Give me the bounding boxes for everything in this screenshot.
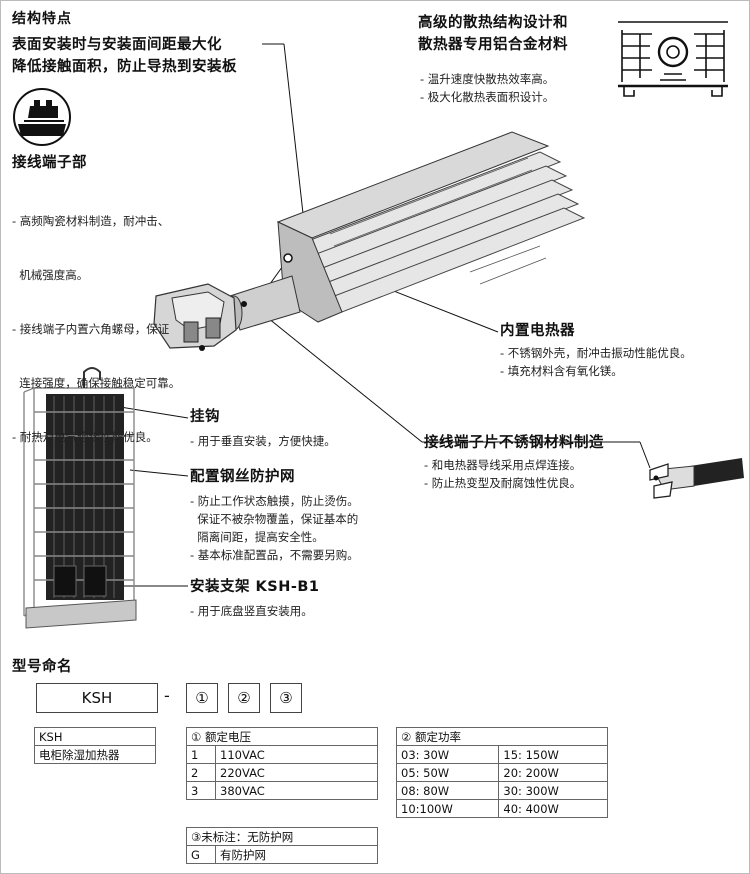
list-item: 机械强度高。 (12, 268, 89, 282)
table-cell: 有防护网 (215, 845, 378, 864)
wire-lug (649, 458, 744, 499)
terminal-list: - 高频陶瓷材料制造，耐冲击、 机械强度高。 - 接线端子内置六角螺母，保证 连… (12, 176, 180, 464)
list-item: - 高频陶瓷材料制造，耐冲击、 (12, 214, 170, 228)
table-cell: 03: 30W (395, 745, 500, 764)
lug-list: - 和电热器导线采用点焊连接。 - 防止热变型及耐腐蚀性优良。 (424, 456, 581, 492)
table-cell: 3 (186, 781, 216, 800)
guard-list: - 防止工作状态触摸，防止烫伤。 保证不被杂物覆盖，保证基本的 隔离间距，提高安… (190, 492, 359, 564)
table-cell: 1 (186, 745, 216, 764)
heater-assembly (153, 131, 586, 351)
model-title: 型号命名 (12, 659, 72, 675)
table-cell: 220VAC (215, 763, 378, 782)
mount-title-line: 降低接触面积，防止导热到安装板 (12, 59, 237, 75)
lug-title: 接线端子片不锈钢材料制造 (424, 435, 604, 451)
table-header: ① 额定电压 (186, 727, 378, 746)
table-cell: 08: 80W (395, 781, 500, 800)
list-item: 保证不被杂物覆盖，保证基本的 (190, 512, 359, 526)
bracket-list: - 用于底盘竖直安装用。 (190, 602, 313, 620)
table-cell: 10:100W (395, 799, 500, 818)
list-item: - 温升速度快散热效率高。 (420, 72, 555, 86)
list-item: - 用于垂直安装，方便快捷。 (190, 434, 336, 448)
terminal-title: 接线端子部 (12, 155, 87, 171)
mount-title: 表面安装时与安装面间距最大化 降低接触面积，防止导热到安装板 (12, 34, 237, 78)
table-cell: 40: 400W (498, 799, 608, 818)
model-slot-2: ② (228, 683, 260, 713)
table-header: KSH (34, 727, 156, 746)
list-item: - 防止热变型及耐腐蚀性优良。 (424, 476, 582, 490)
list-item: 连接强度，确保接触稳定可靠。 (12, 376, 181, 390)
heatsink-section-icon (618, 21, 728, 97)
design-title: 高级的散热结构设计和 散热器专用铝合金材料 (418, 12, 568, 56)
bracket-title: 安装支架 KSH-B1 (190, 579, 320, 595)
guard-title: 配置钢丝防护网 (190, 469, 295, 485)
list-item: - 用于底盘竖直安装用。 (190, 604, 313, 618)
table-cell: 15: 150W (498, 745, 608, 764)
model-slot-3: ③ (270, 683, 302, 713)
list-item: - 耐热及电气绝缘性能优良。 (12, 430, 158, 444)
table-header: ③未标注：无防护网 (186, 827, 378, 846)
table-cell: 380VAC (215, 781, 378, 800)
model-code-box: KSH (36, 683, 158, 713)
table-header: ② 额定功率 (396, 727, 608, 746)
table-cell: 30: 300W (498, 781, 608, 800)
table-cell: 110VAC (215, 745, 378, 764)
model-dash: - (164, 686, 170, 705)
list-item: - 基本标准配置品，不需要另购。 (190, 548, 359, 562)
table-cell: 20: 200W (498, 763, 608, 782)
list-item: - 填充材料含有氧化镁。 (500, 364, 623, 378)
list-item: - 极大化散热表面积设计。 (420, 90, 555, 104)
list-item: - 防止工作状态触摸，防止烫伤。 (190, 494, 359, 508)
heater-title: 内置电热器 (500, 323, 575, 339)
mount-icon (13, 88, 71, 146)
table-cell: 2 (186, 763, 216, 782)
table-cell: 电柜除湿加热器 (34, 745, 156, 764)
list-item: - 接线端子内置六角螺母，保证 (12, 322, 170, 336)
hook-list: - 用于垂直安装，方便快捷。 (190, 432, 336, 450)
section-title: 结构特点 (12, 11, 72, 27)
hook-title: 挂钩 (190, 409, 220, 425)
design-title-line: 高级的散热结构设计和 (418, 15, 568, 31)
ksh-table: KSH 电柜除湿加热器 (34, 727, 156, 764)
design-list: - 温升速度快散热效率高。 - 极大化散热表面积设计。 (420, 70, 554, 106)
list-item: - 不锈钢外壳，耐冲击振动性能优良。 (500, 346, 692, 360)
table-cell: 05: 50W (395, 763, 500, 782)
list-item: 隔离间距，提高安全性。 (190, 530, 324, 544)
heater-list: - 不锈钢外壳，耐冲击振动性能优良。 - 填充材料含有氧化镁。 (500, 344, 692, 380)
guarded-heater (23, 367, 137, 629)
table-cell: G (186, 845, 216, 864)
mount-title-line: 表面安装时与安装面间距最大化 (12, 37, 222, 53)
design-title-line: 散热器专用铝合金材料 (418, 37, 568, 53)
list-item: - 和电热器导线采用点焊连接。 (424, 458, 582, 472)
model-slot-1: ① (186, 683, 218, 713)
